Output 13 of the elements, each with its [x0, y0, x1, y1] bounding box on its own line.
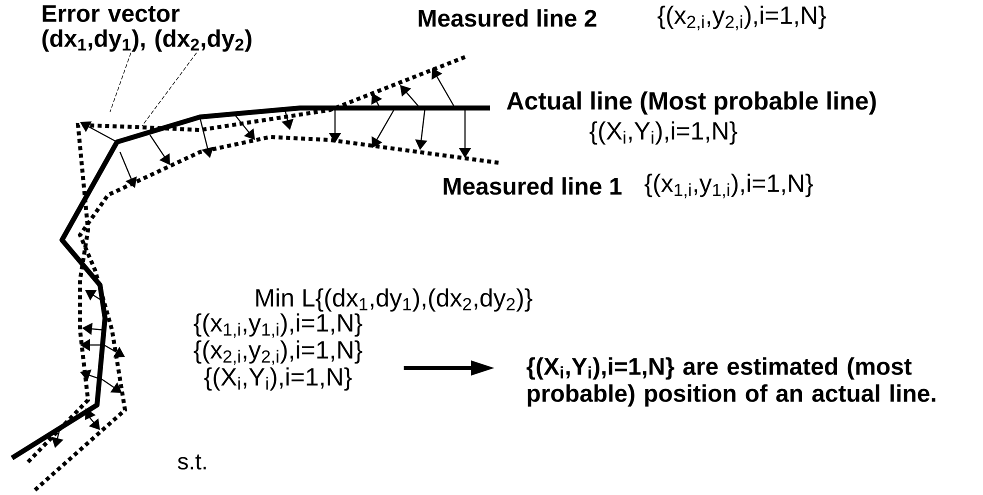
line-label: Measured line 1 — [444, 177, 622, 195]
text: s.t. — [178, 454, 206, 470]
formula-text: {(x$_{1,i}$,y$_{1,i}$),i=1,N} — [644, 174, 814, 198]
line-label: Actual line (Most probable line) — [506, 91, 876, 115]
leader-line — [110, 52, 132, 112]
result-text: {(X$_{i}$,Y$_{i}$),i=1,N} are estimated (most probable) position of an actual line. — [526, 357, 936, 407]
objective-text: Min L{(dx$_{1}$,dy$_{1}$),(dx$_{2}$,dy$_{2}$)} — [256, 288, 532, 312]
leader-line — [142, 52, 197, 126]
formula-text: {(X$_{i}$,Y$_{i}$),i=1,N} — [590, 121, 738, 145]
callout-text: Error vector (dx$_{1}$,dy$_{1}$), (dx$_{2}$,dy$_{2}$) — [42, 5, 252, 52]
constraint-text: {(x$_{1,i}$,y$_{1,i}$),i=1,N} {(x$_{2,i}$,y$_{2,i}$),i=1,N} {(X$_{i}$,Y$_{i}$),i=1,N} — [194, 313, 362, 391]
line-label: Measured line 2 — [418, 9, 596, 27]
formula-text: {(x$_{2,i}$,y$_{2,i}$),i=1,N} — [658, 6, 826, 30]
